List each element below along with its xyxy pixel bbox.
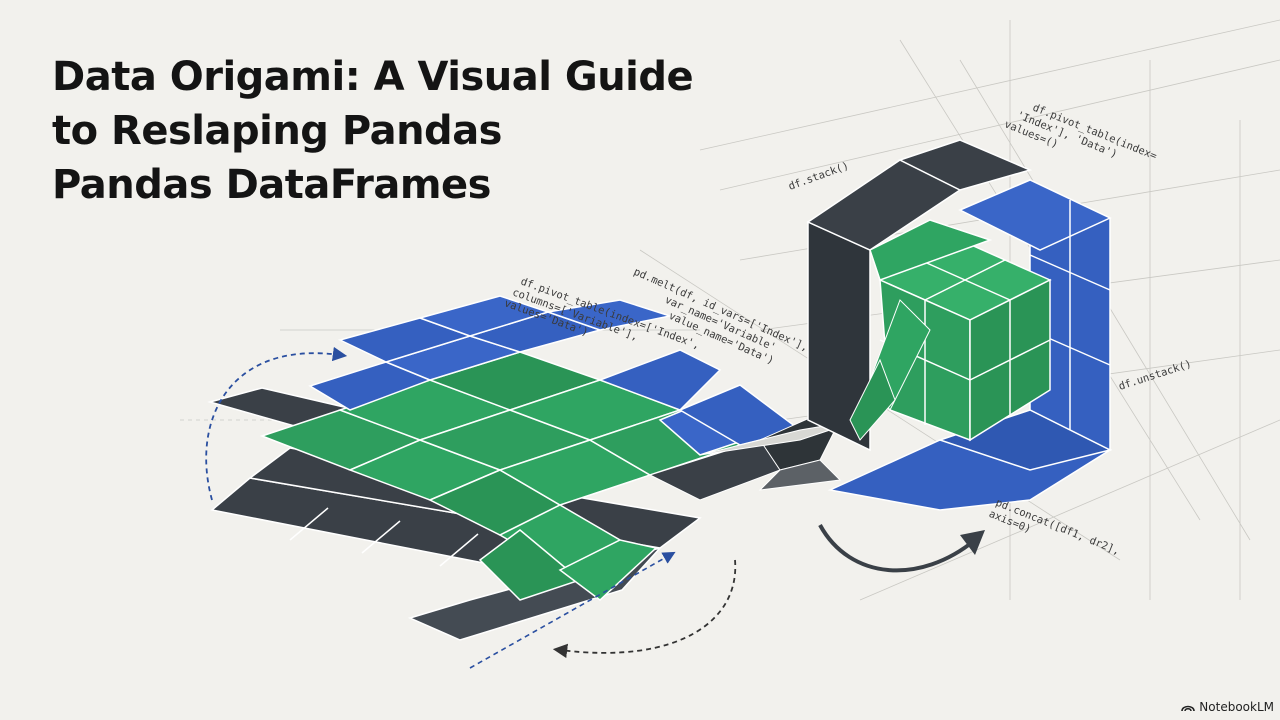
cube-block bbox=[806, 139, 1113, 511]
title-line-3: Pandas DataFrames bbox=[52, 162, 491, 208]
annotation-unstack: df.unstack() bbox=[1117, 358, 1193, 393]
arrow-bottom-curve bbox=[552, 559, 737, 659]
arrow-bottom-left-blue bbox=[469, 551, 676, 669]
title-line-1: Data Origami: A Visual Guide bbox=[52, 54, 694, 100]
annotation-pivot-top: df.pivot_table(index= 'Index'], 'Data') … bbox=[1003, 94, 1165, 189]
arrow-top-left bbox=[205, 346, 348, 501]
brand-label: NotebookLM bbox=[1199, 700, 1274, 714]
blue-top-sheet bbox=[308, 295, 802, 456]
green-folded-sheet bbox=[259, 351, 742, 601]
slide-title: Data Origami: A Visual Guide to Reslapin… bbox=[52, 50, 772, 212]
brand-watermark: NotebookLM bbox=[1181, 700, 1274, 714]
arrow-bottom-right bbox=[818, 524, 977, 573]
notebooklm-logo-icon bbox=[1181, 705, 1196, 712]
annotation-concat: pd.concat([df1, dr2], axis=0) bbox=[987, 496, 1127, 572]
annotation-stack: df.stack() bbox=[787, 160, 851, 193]
title-line-2: to Reslaping Pandas bbox=[52, 108, 503, 154]
arrow-bottom-right-head bbox=[960, 530, 985, 555]
